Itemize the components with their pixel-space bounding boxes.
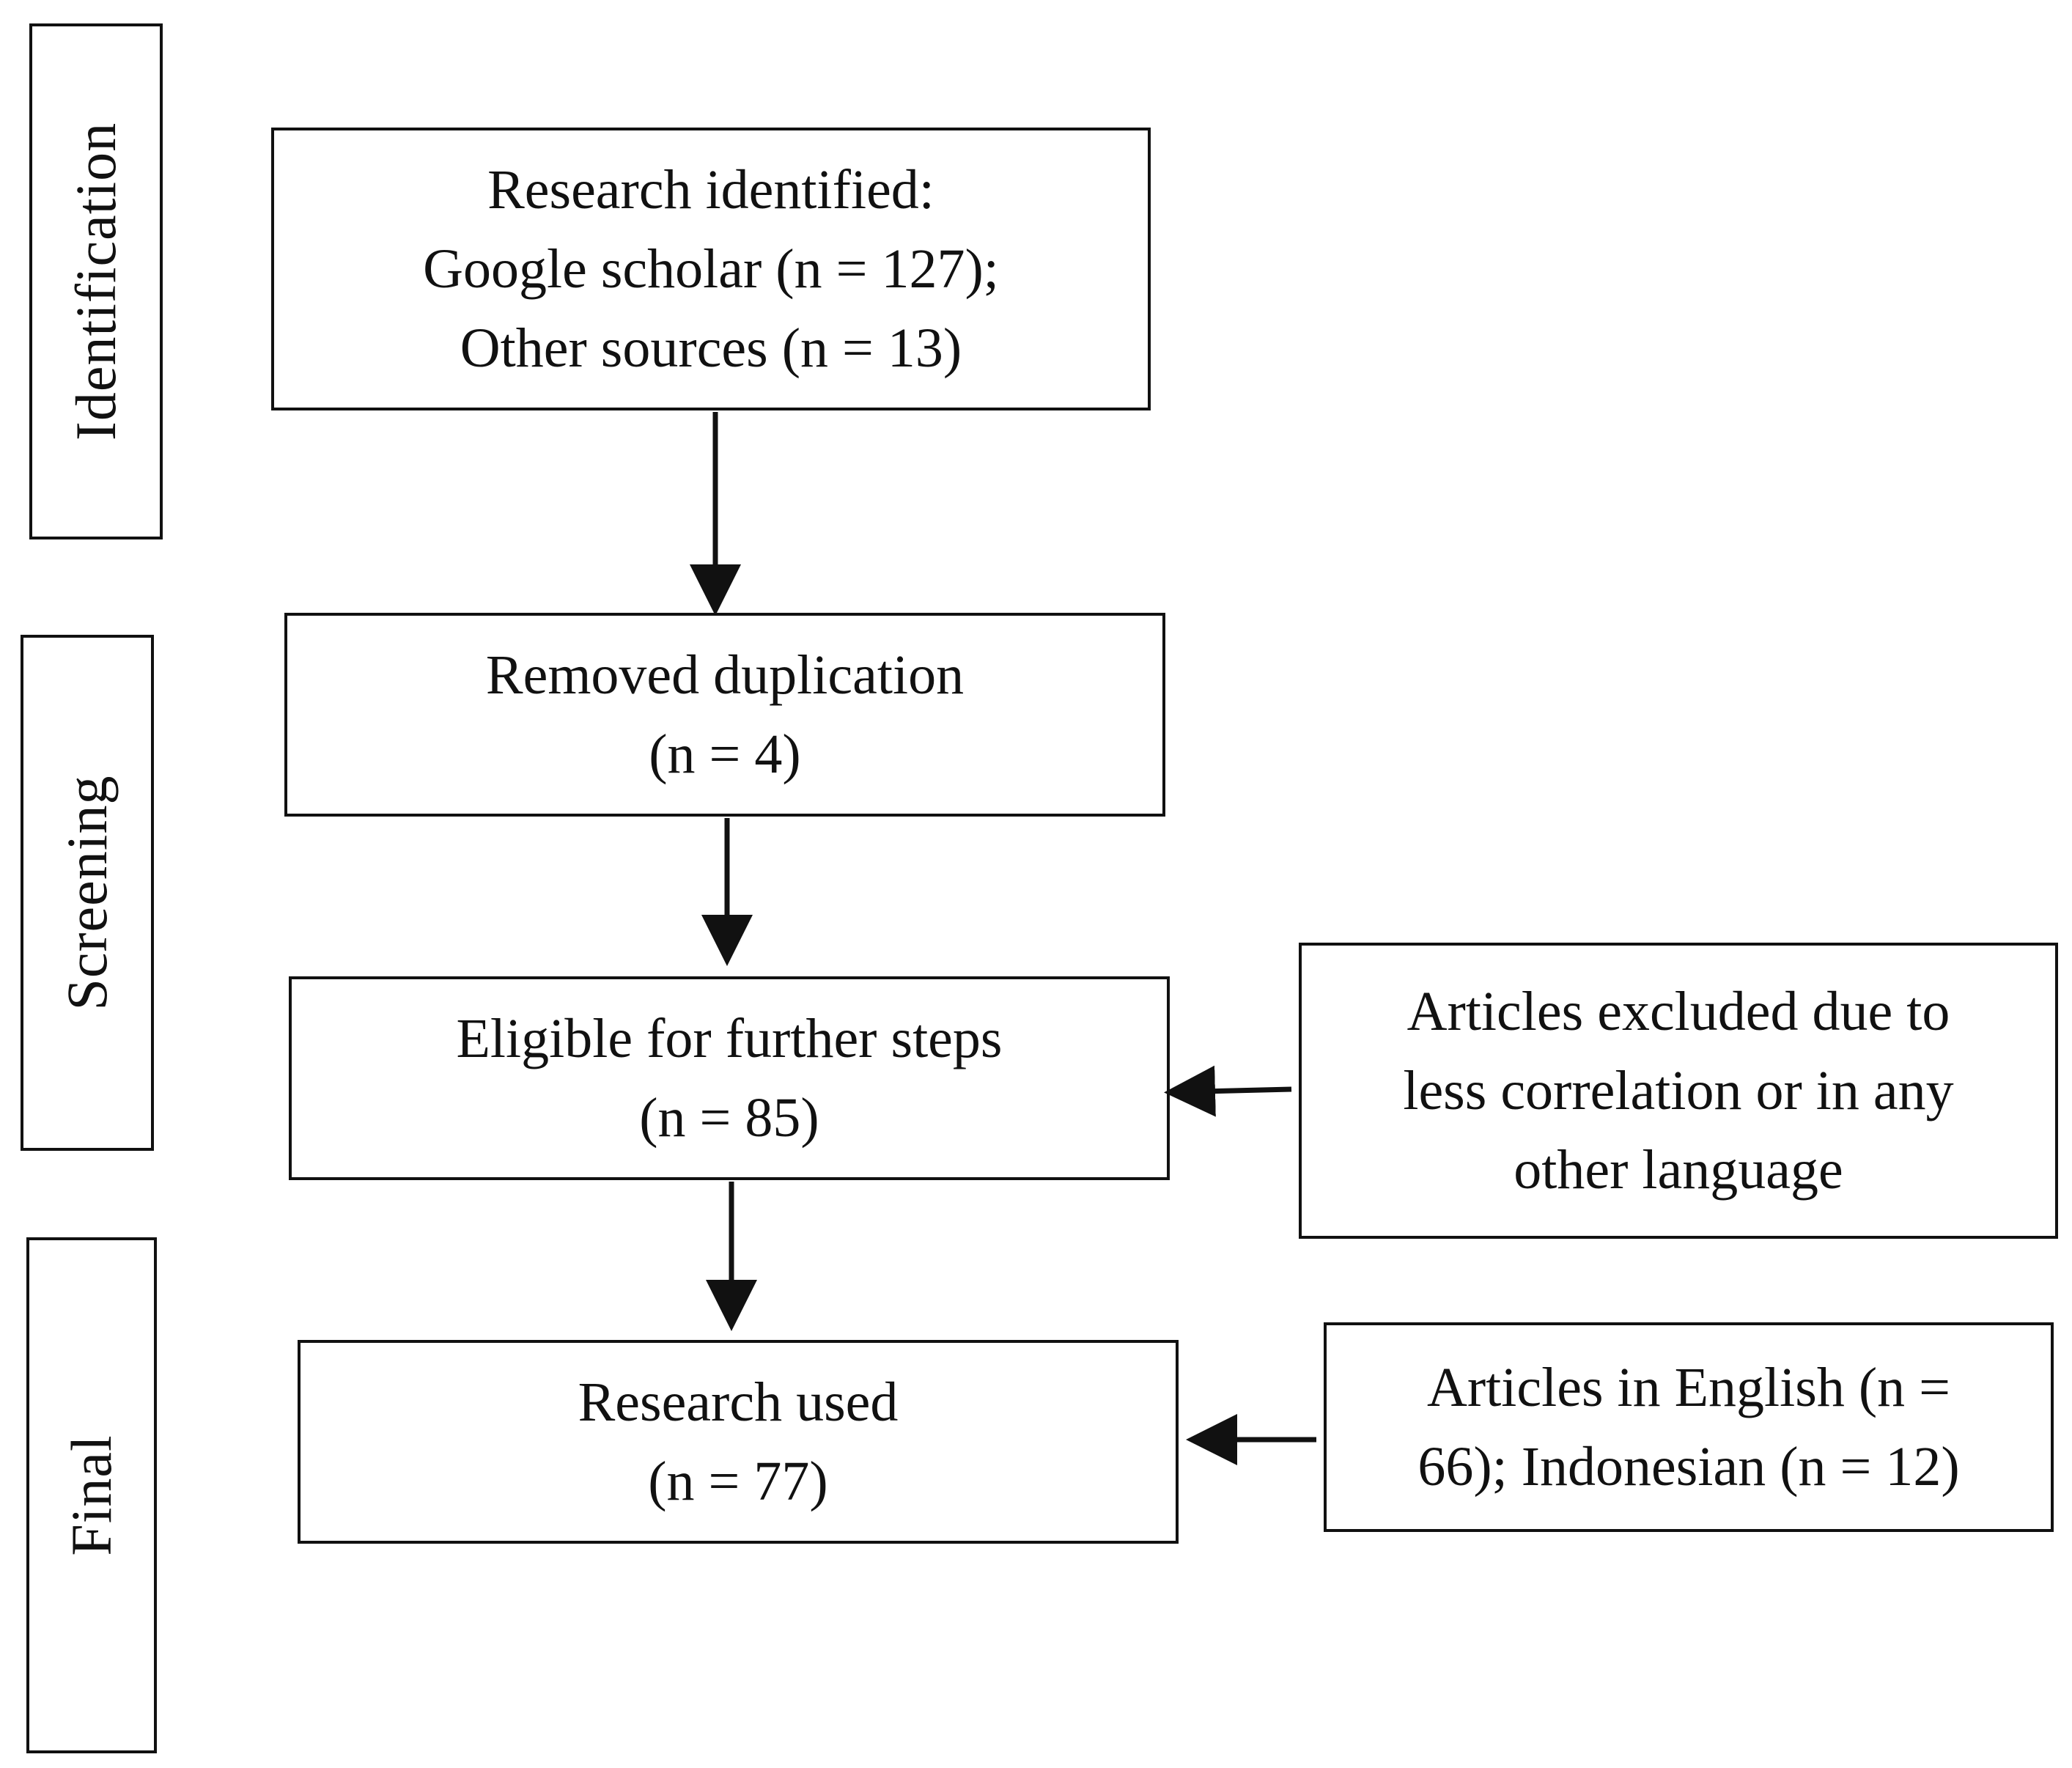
eligible-count: (n = 85)	[639, 1087, 819, 1149]
articles-excluded-box: Articles excluded due to less correlatio…	[1299, 943, 2058, 1239]
articles-languages-line-1: Articles in English (n =	[1426, 1357, 1951, 1418]
removed-duplication-count: (n = 4)	[649, 723, 801, 785]
stage-screening: Screening	[21, 635, 154, 1151]
stage-identification: Identification	[29, 23, 163, 539]
google-scholar-count: Google scholar (n = 127);	[423, 238, 999, 300]
research-identified-box: Research identified: Google scholar (n =…	[271, 128, 1151, 410]
articles-excluded-line-2: less correlation or in any	[1403, 1060, 1954, 1121]
research-identified-title: Research identified:	[487, 159, 934, 221]
stage-final-label: Final	[59, 1434, 123, 1556]
research-used-count: (n = 77)	[648, 1451, 828, 1512]
research-used-title: Research used	[578, 1371, 899, 1433]
eligible-title: Eligible for further steps	[456, 1008, 1003, 1069]
articles-languages-line-2: 66); Indonesian (n = 12)	[1417, 1436, 1960, 1498]
removed-duplication-title: Removed duplication	[485, 644, 965, 706]
stage-final: Final	[26, 1237, 157, 1753]
articles-excluded-line-3: other language	[1514, 1139, 1843, 1201]
arrow-excluded-to-eligible	[1164, 1065, 1292, 1117]
eligible-box: Eligible for further steps (n = 85)	[289, 976, 1170, 1180]
stage-screening-label: Screening	[55, 775, 119, 1011]
articles-excluded-line-1: Articles excluded due to	[1406, 981, 1950, 1042]
stage-identification-label: Identification	[64, 122, 128, 441]
articles-languages-box: Articles in English (n = 66); Indonesian…	[1324, 1322, 2054, 1532]
removed-duplication-box: Removed duplication (n = 4)	[284, 613, 1165, 817]
research-used-box: Research used (n = 77)	[298, 1340, 1179, 1544]
other-sources-count: Other sources (n = 13)	[460, 317, 962, 379]
